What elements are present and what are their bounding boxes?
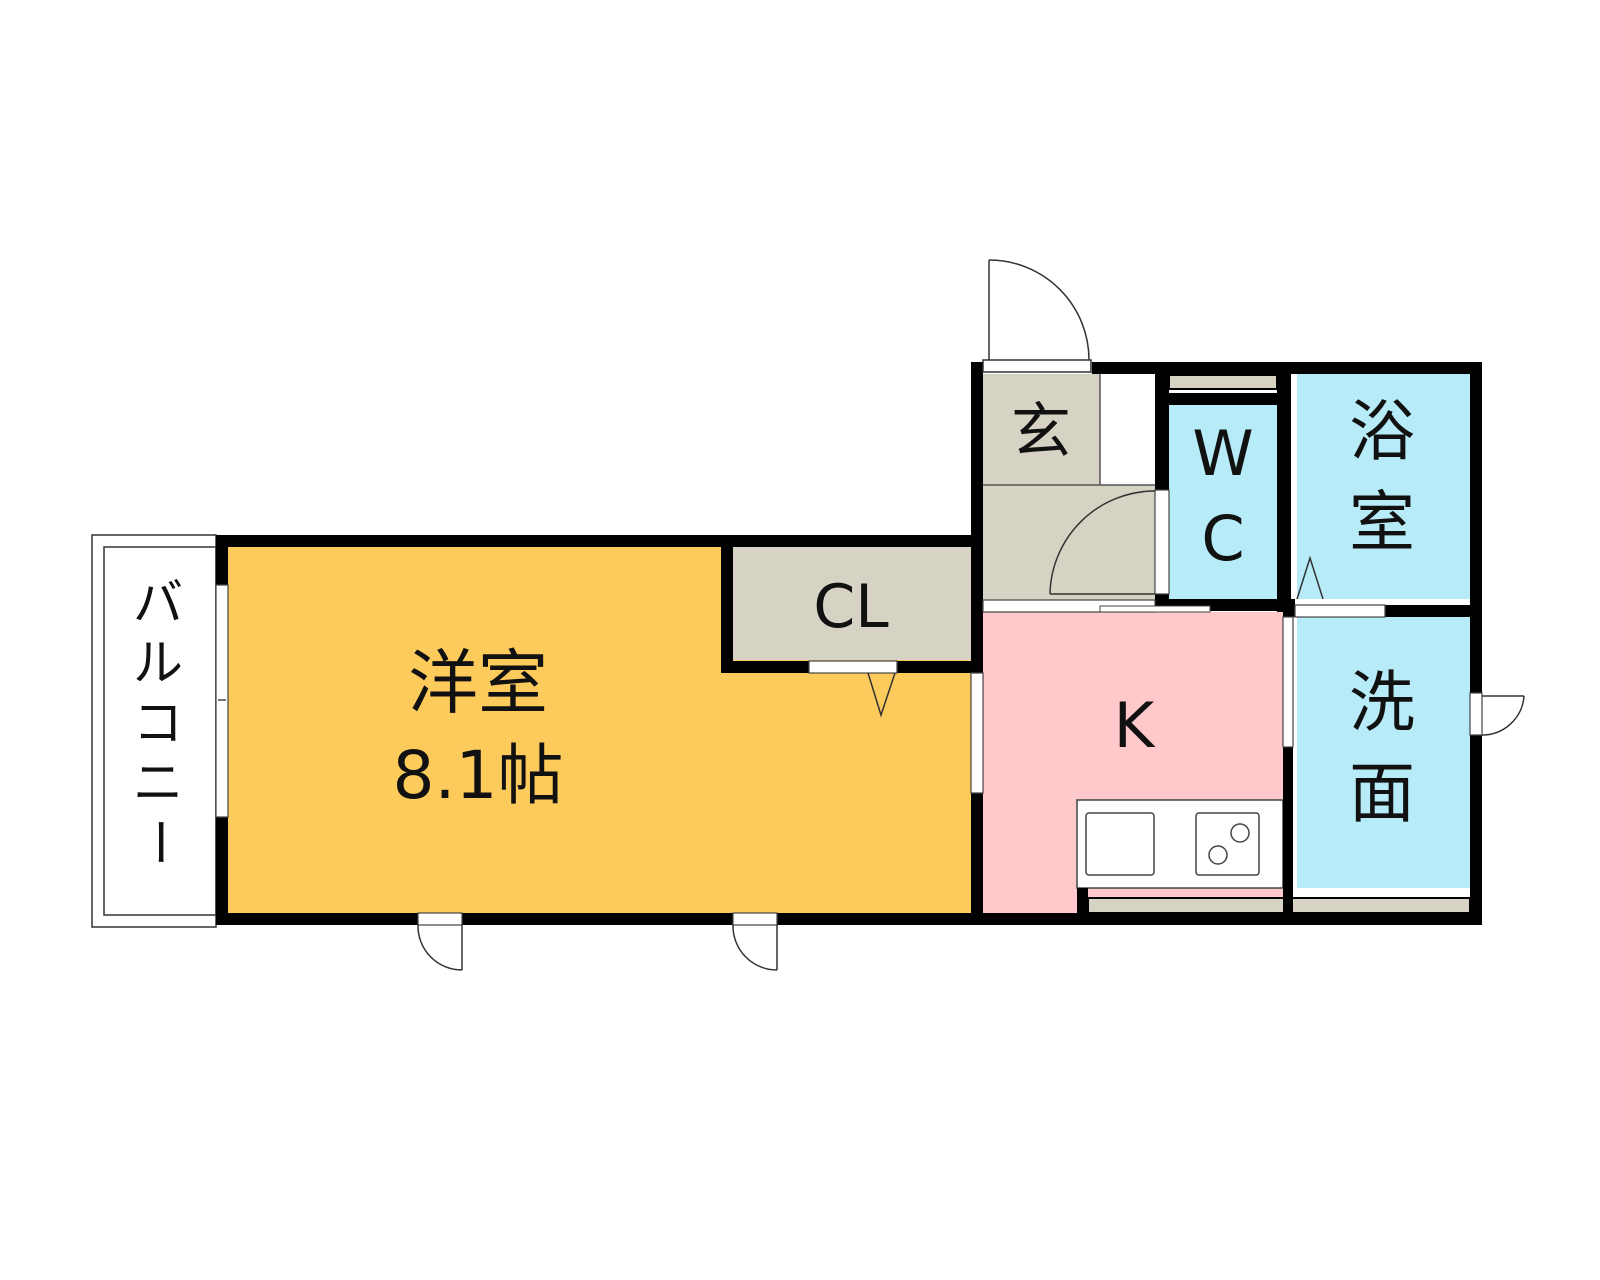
balcony-window (215, 584, 229, 818)
wash-door-gap (1282, 616, 1294, 748)
wall (971, 362, 983, 925)
stove (1195, 812, 1260, 876)
wc-shelf (1168, 374, 1278, 390)
western-room-size: 8.1帖 (393, 737, 564, 814)
closet-opening-triangle (867, 672, 896, 718)
labels: 洋室 8.1帖 CL 玄 W C 浴 室 洗 面 K バ ル コ ニ ー (130, 393, 1415, 867)
balcony (91, 534, 217, 928)
bottom-shelf (1087, 897, 1471, 914)
entrance-shoe-area (1100, 372, 1155, 485)
balcony-char: ル (133, 634, 183, 692)
burner-icon (1230, 823, 1250, 843)
sink (1085, 812, 1155, 876)
window-swing-arc (417, 924, 463, 971)
wall (1283, 612, 1293, 913)
entrance-door-gap (982, 359, 1092, 373)
wall (1155, 393, 1283, 405)
kitchen-partition-gap (970, 672, 984, 794)
opening-markers (867, 555, 1324, 718)
balcony-outer (91, 534, 217, 928)
window-right (1469, 692, 1483, 736)
wall (1470, 362, 1482, 925)
wc-floor (1169, 404, 1277, 599)
wall (721, 535, 733, 673)
entrance-door-arc (988, 259, 1090, 361)
washroom-label-2: 面 (1349, 755, 1415, 832)
kitchen-name: K (1114, 689, 1156, 762)
wall (216, 535, 971, 547)
wall (1077, 888, 1088, 925)
window-swing-arc (1481, 695, 1525, 736)
balcony-char-long: ー (130, 817, 188, 867)
closet-name: CL (813, 572, 889, 642)
bath-floor (1297, 372, 1470, 599)
window-swing-arc (732, 924, 778, 971)
balcony-char: コ (133, 694, 183, 752)
balcony-char: ニ (133, 754, 183, 812)
wc-door-gap (1154, 489, 1170, 595)
bath-label-2: 室 (1349, 484, 1415, 561)
openings (215, 356, 1483, 926)
burner-icon (1208, 845, 1228, 865)
inner-door-arc (1049, 490, 1156, 595)
bath-label-1: 浴 (1349, 393, 1415, 470)
washroom-label-1: 洗 (1349, 664, 1415, 741)
balcony-char: バ (133, 574, 183, 632)
window-bottom (417, 912, 463, 926)
wall (216, 913, 1482, 925)
wc-door-slide (1099, 605, 1211, 613)
door-swings (417, 259, 1525, 971)
window-bottom (732, 912, 778, 926)
wall (1277, 362, 1291, 612)
closet-door-gap (808, 660, 898, 674)
washroom-floor (1297, 617, 1470, 888)
wc-label-w: W (1192, 417, 1253, 490)
kitchen-counter (1076, 799, 1284, 889)
bath-door-gap (1294, 604, 1386, 618)
wc-label-c: C (1201, 502, 1244, 575)
closet-floor (729, 547, 973, 660)
bath-opening-triangle (1296, 555, 1324, 600)
western-room-name: 洋室 (408, 642, 548, 724)
entrance-name: 玄 (1011, 397, 1071, 467)
